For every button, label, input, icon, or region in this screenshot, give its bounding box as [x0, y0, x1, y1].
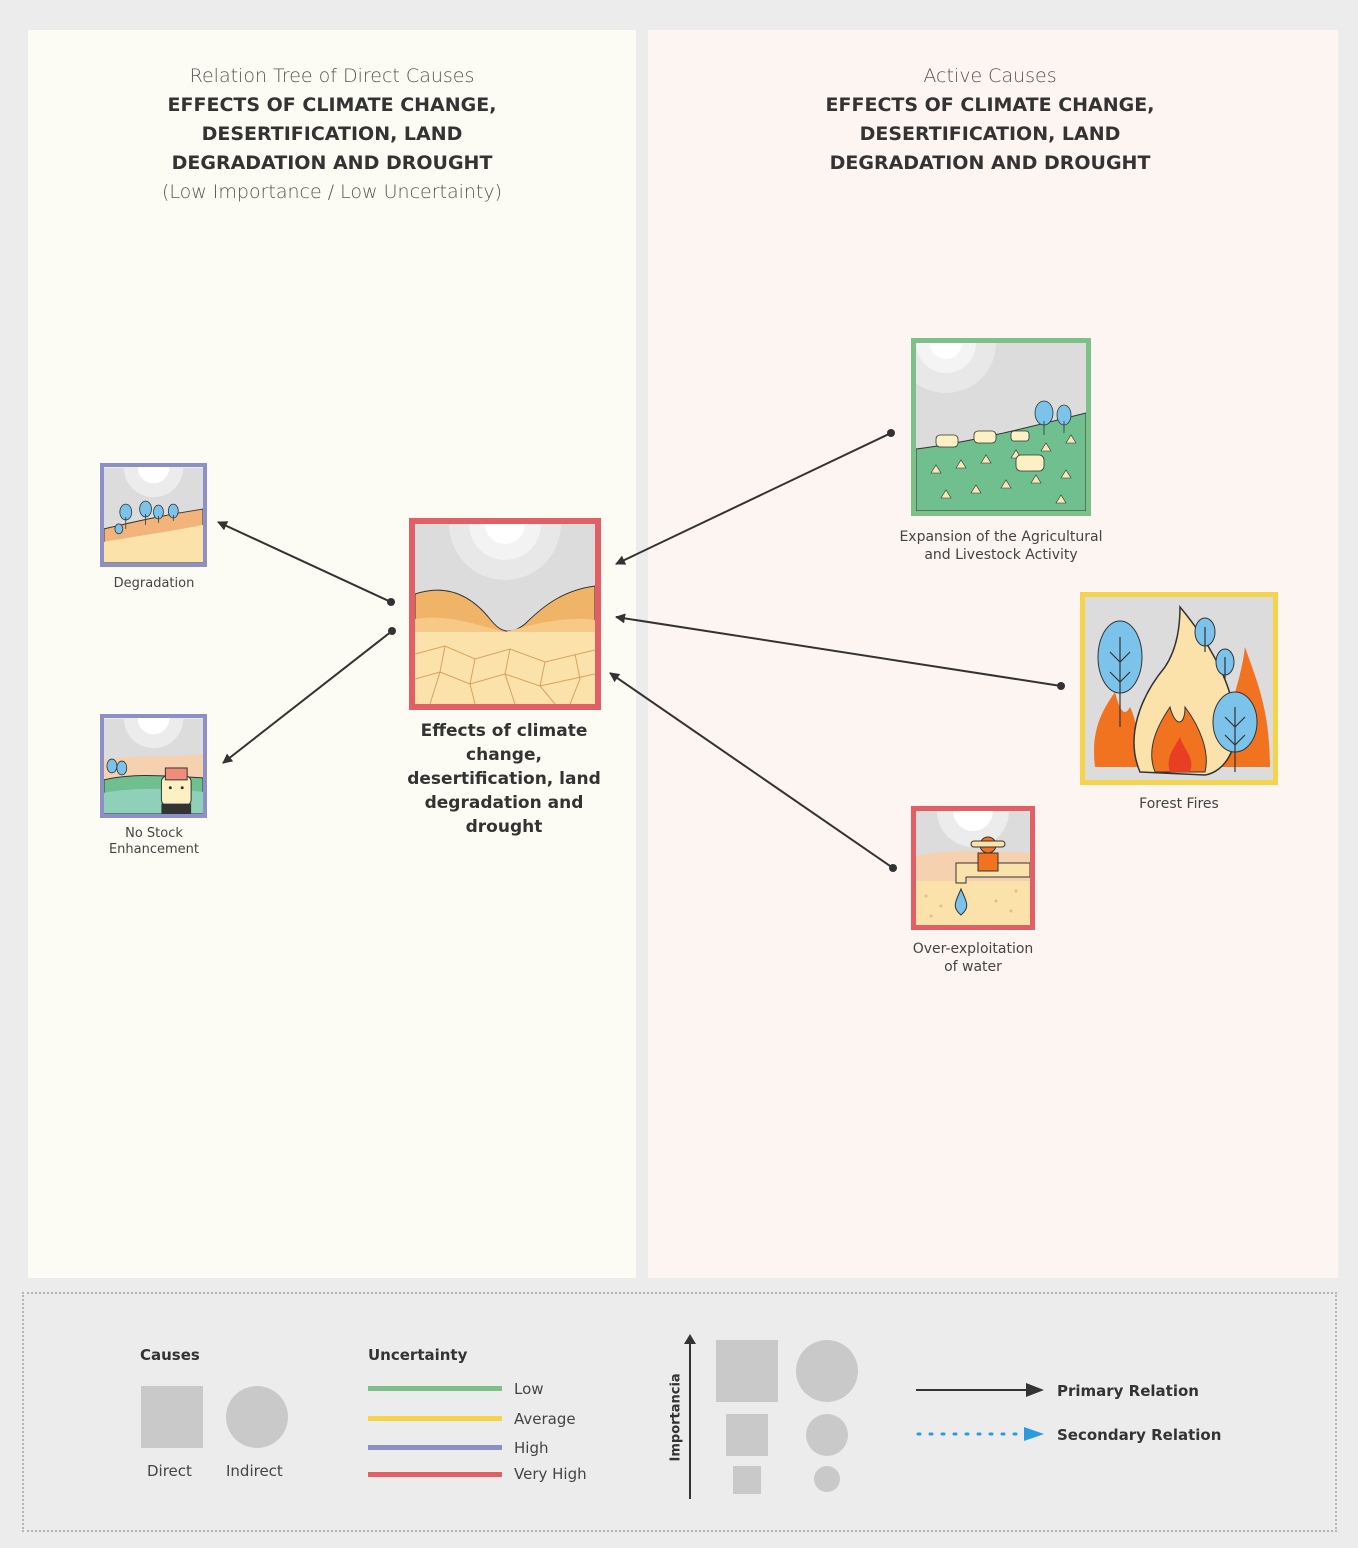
right-title-line1: Active Causes	[923, 65, 1057, 87]
importance-label: Importancia	[668, 1373, 684, 1462]
primary-relation-label: Primary Relation	[1057, 1382, 1199, 1400]
uncertainty-low-label: Low	[514, 1380, 544, 1398]
cow-pasture-icon	[104, 718, 203, 814]
importance-square-medium	[726, 1414, 768, 1456]
uncertainty-average-line	[368, 1416, 502, 1421]
importance-circle-medium	[806, 1414, 848, 1456]
uncertainty-veryhigh-line	[368, 1472, 502, 1477]
secondary-relation-label: Secondary Relation	[1057, 1426, 1222, 1444]
forest-fire-icon	[1085, 597, 1273, 780]
importance-axis	[684, 1334, 696, 1499]
indirect-cause-circle	[226, 1386, 288, 1448]
left-title-line1: Relation Tree of Direct Causes	[189, 65, 475, 87]
legend-indirect-label: Indirect	[226, 1462, 283, 1480]
fires-node-frame[interactable]	[1080, 592, 1278, 785]
importance-circle-large	[796, 1340, 858, 1402]
direct-cause-square	[141, 1386, 203, 1448]
degraded-forest-icon	[104, 467, 203, 563]
water-label: Over-exploitation of water	[912, 941, 1034, 975]
center-node-frame[interactable]	[409, 518, 601, 710]
importance-square-small	[733, 1466, 761, 1494]
agri-label: Expansion of the Agricultural and Livest…	[899, 529, 1103, 563]
uncertainty-high-label: High	[514, 1439, 549, 1457]
uncertainty-high-line	[368, 1445, 502, 1450]
legend-uncertainty-title: Uncertainty	[368, 1346, 468, 1364]
importance-square-large	[716, 1340, 778, 1402]
legend-causes-title: Causes	[140, 1346, 200, 1364]
uncertainty-veryhigh-label: Very High	[514, 1465, 587, 1483]
desert-landscape-icon	[415, 524, 595, 704]
secondary-relation-arrow	[916, 1427, 1044, 1441]
left-title-bold: EFFECTS OF CLIMATE CHANGE, DESERTIFICATI…	[167, 94, 497, 174]
right-panel-title: Active Causes EFFECTS OF CLIMATE CHANGE,…	[648, 62, 1332, 178]
fires-label: Forest Fires	[1139, 796, 1219, 812]
agri-node-frame[interactable]	[911, 338, 1091, 516]
no-stock-label: No Stock Enhancement	[108, 826, 200, 857]
importance-circle-small	[814, 1466, 840, 1492]
legend-direct-label: Direct	[147, 1462, 192, 1480]
legend-box: Causes Direct Indirect Uncertainty Low A…	[22, 1292, 1337, 1532]
water-tap-icon	[916, 811, 1030, 925]
no-stock-node-frame[interactable]	[100, 714, 207, 818]
center-node-label: Effects of climate change, desertificati…	[407, 721, 601, 837]
uncertainty-low-line	[368, 1386, 502, 1391]
livestock-field-icon	[916, 343, 1086, 511]
uncertainty-average-label: Average	[514, 1410, 576, 1428]
degradation-node-frame[interactable]	[100, 463, 207, 567]
water-node-frame[interactable]	[911, 806, 1035, 930]
right-title-bold: EFFECTS OF CLIMATE CHANGE, DESERTIFICATI…	[825, 94, 1155, 174]
degradation-label: Degradation	[113, 576, 195, 591]
primary-relation-arrow	[916, 1383, 1044, 1397]
left-title-sub: (Low Importance / Low Uncertainty)	[161, 181, 503, 203]
left-panel-title: Relation Tree of Direct Causes EFFECTS O…	[28, 62, 636, 207]
